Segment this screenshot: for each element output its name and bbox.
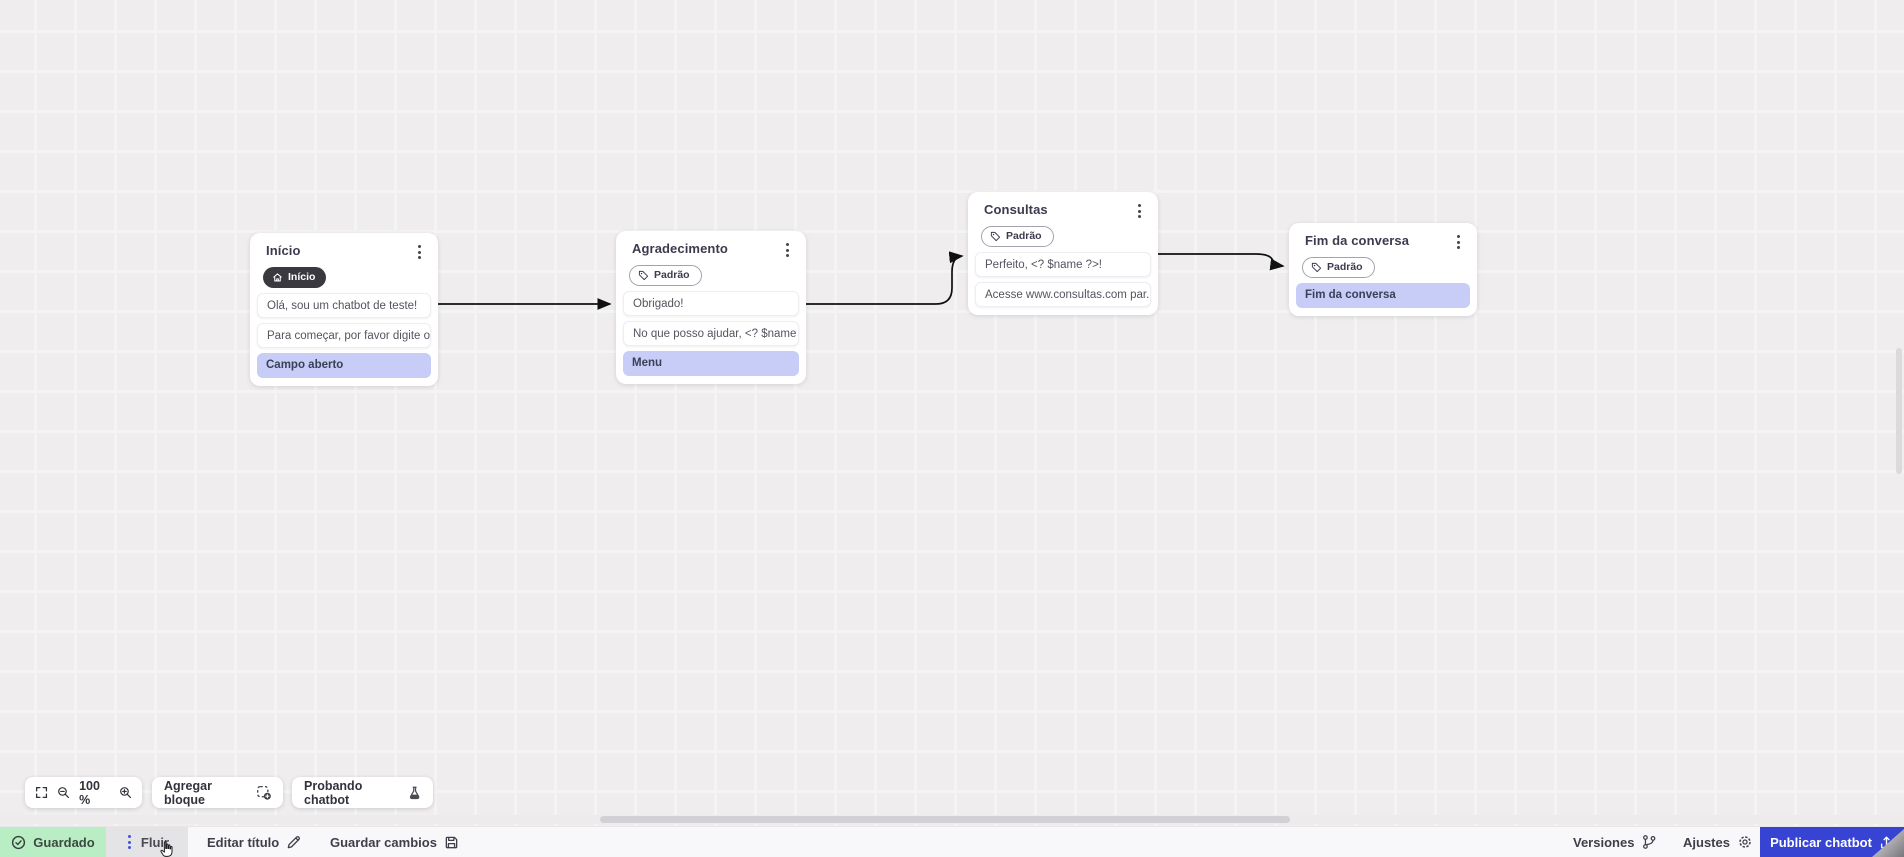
node-title: Fim da conversa — [1305, 233, 1410, 248]
saved-status-badge: Guardado — [0, 827, 106, 857]
flask-icon — [409, 786, 420, 799]
badge-label: Início — [288, 271, 316, 283]
badge-label: Padrão — [1006, 230, 1042, 242]
badge-row: Padrão — [972, 220, 1154, 247]
badge-row: Padrão — [620, 259, 802, 286]
home-icon — [273, 273, 282, 282]
test-chatbot-label: Probando chatbot — [304, 778, 363, 807]
node-type-badge: Padrão — [1302, 257, 1375, 278]
test-chatbot-button[interactable]: Probando chatbot — [292, 777, 433, 808]
check-circle-icon — [12, 835, 26, 849]
add-block-button[interactable]: Agregar bloque — [152, 777, 283, 808]
vertical-scrollbar-thumb[interactable] — [1896, 348, 1902, 474]
zoom-toolbar: 100 % — [25, 777, 142, 808]
zoom-out-icon[interactable] — [57, 785, 70, 800]
pencil-icon — [287, 835, 301, 848]
output-port-menu[interactable]: Menu — [623, 351, 799, 376]
message-bubble[interactable]: Obrigado! — [623, 291, 799, 316]
settings-button[interactable]: Ajustes — [1683, 827, 1753, 857]
node-header: Consultas — [972, 202, 1154, 220]
publish-chatbot-button[interactable]: Publicar chatbot — [1760, 827, 1904, 857]
publish-label: Publicar chatbot — [1770, 834, 1872, 850]
git-branch-icon — [1643, 835, 1656, 849]
edit-title-label: Editar título — [207, 834, 280, 850]
node-type-badge: Padrão — [981, 226, 1054, 247]
node-title: Início — [266, 243, 301, 258]
upload-icon — [1880, 836, 1892, 848]
save-changes-label: Guardar cambios — [330, 834, 437, 850]
flow-node-fim-da-conversa[interactable]: Fim da conversa Padrão Fim da conversa — [1289, 223, 1477, 316]
flow-canvas[interactable] — [0, 0, 1904, 826]
gear-icon — [1739, 836, 1751, 848]
zoom-in-icon[interactable] — [119, 785, 132, 800]
badge-row: Padrão — [1293, 251, 1473, 278]
message-bubble[interactable]: Acesse www.consultas.com par... — [975, 282, 1151, 307]
node-type-badge: Início — [263, 267, 327, 288]
node-menu-icon[interactable] — [783, 241, 792, 259]
badge-row: Início — [254, 261, 434, 288]
horizontal-scrollbar-thumb[interactable] — [600, 816, 1290, 823]
message-bubble[interactable]: No que posso ajudar, <? $name ... — [623, 321, 799, 346]
versions-button[interactable]: Versiones — [1573, 827, 1657, 857]
versions-label: Versiones — [1573, 834, 1635, 850]
node-header: Agradecimento — [620, 241, 802, 259]
node-header: Fim da conversa — [1293, 233, 1473, 251]
node-title: Consultas — [984, 202, 1048, 217]
settings-label: Ajustes — [1683, 834, 1730, 850]
flow-node-agradecimento[interactable]: Agradecimento Padrão Obrigado! No que po… — [616, 231, 806, 384]
save-icon — [445, 836, 458, 848]
saved-status-label: Guardado — [33, 834, 95, 850]
badge-label: Padrão — [1327, 261, 1363, 273]
add-block-icon — [256, 785, 271, 800]
output-port-fim-da-conversa[interactable]: Fim da conversa — [1296, 283, 1470, 308]
message-bubble[interactable]: Olá, sou um chatbot de teste! — [257, 293, 431, 318]
node-title: Agradecimento — [632, 241, 728, 256]
badge-label: Padrão — [654, 269, 690, 281]
node-header: Início — [254, 243, 434, 261]
flow-node-inicio[interactable]: Início Início Olá, sou um chatbot de tes… — [250, 233, 438, 386]
message-bubble[interactable]: Perfeito, <? $name ?>! — [975, 252, 1151, 277]
node-menu-icon[interactable] — [1454, 233, 1463, 251]
status-bar: Guardado Fluir Editar título Guardar cam… — [0, 826, 1904, 857]
message-bubble[interactable]: Para começar, por favor digite o ... — [257, 323, 431, 348]
node-type-badge: Padrão — [629, 265, 702, 286]
node-menu-icon[interactable] — [415, 243, 424, 261]
add-block-label: Agregar bloque — [164, 778, 212, 807]
flow-node-consultas[interactable]: Consultas Padrão Perfeito, <? $name ?>! … — [968, 192, 1158, 315]
tab-flow[interactable]: Fluir — [106, 827, 188, 857]
output-port-campo-aberto[interactable]: Campo aberto — [257, 353, 431, 378]
save-changes-button[interactable]: Guardar cambios — [330, 827, 459, 857]
tab-flow-label: Fluir — [140, 834, 170, 850]
zoom-level: 100 % — [79, 778, 100, 807]
tag-icon — [990, 231, 1001, 242]
fit-screen-icon[interactable] — [35, 785, 48, 800]
edit-title-button[interactable]: Editar título — [207, 827, 301, 857]
tag-icon — [638, 270, 649, 281]
node-menu-icon[interactable] — [1135, 202, 1144, 220]
tag-icon — [1311, 262, 1322, 273]
drag-handle-icon[interactable] — [125, 833, 134, 851]
